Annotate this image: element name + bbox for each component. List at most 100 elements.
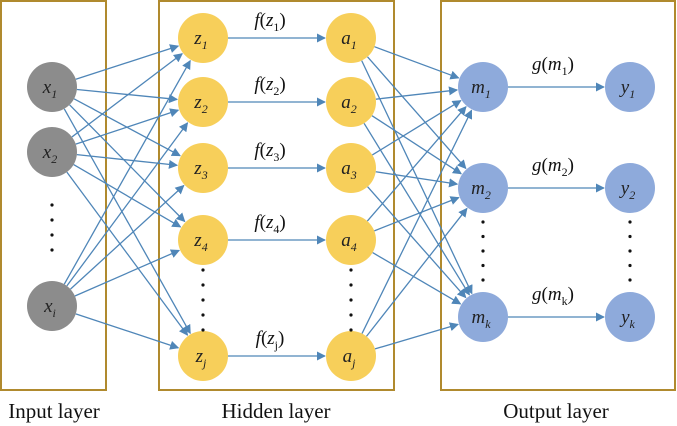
hidden-z-ellipsis-dot (201, 328, 205, 332)
activation-label-zj: f(zj) (256, 328, 285, 352)
output-node-yk-circle (605, 292, 655, 342)
output-node-m1-circle (458, 62, 508, 112)
edge-input-0-to-z-1 (76, 88, 179, 104)
hidden-node-a2: a2 (326, 77, 376, 127)
output-function-label-m2: g(m2) (532, 155, 574, 179)
activation-label-z4: f(z4) (254, 212, 285, 236)
hidden-a-ellipsis (349, 268, 353, 332)
hidden-node-z1: z1 (178, 13, 228, 63)
hidden-node-zj-circle (178, 331, 228, 381)
connection-edges (63, 33, 605, 361)
hidden-node-a1-circle (326, 13, 376, 63)
edge-input-2-to-z-1 (66, 122, 189, 287)
output-node-y1-label: y1 (619, 77, 635, 101)
output-layer-label: Output layer (503, 399, 609, 423)
hidden-node-a2-circle (326, 77, 376, 127)
edge-a-0-to-m-0 (374, 46, 460, 80)
hidden-node-z1-circle (178, 13, 228, 63)
hidden-node-z2-circle (178, 77, 228, 127)
hidden-node-z3: z3 (178, 143, 228, 193)
edge-a-2-to-m-0 (371, 100, 462, 156)
edge-input-2-to-z-3 (74, 249, 181, 297)
hidden-node-z2: z2 (178, 77, 228, 127)
edge-input-0-to-z-0 (75, 44, 180, 80)
output-node-yk: yk (605, 292, 655, 342)
edge-a-4-to-m-0 (361, 109, 473, 334)
hidden-layer-label: Hidden layer (221, 399, 330, 423)
output-m-ellipsis-dot (481, 278, 485, 282)
hidden-node-a1-label: a1 (341, 28, 357, 52)
edge-input-2-to-z-2 (70, 184, 185, 290)
activation-label-z1: f(z1) (254, 10, 285, 34)
output-node-m1-label: m1 (471, 77, 491, 101)
hidden-node-z3-circle (178, 143, 228, 193)
hidden-node-a4-label: a4 (341, 230, 357, 254)
hidden-node-a3: a3 (326, 143, 376, 193)
edge-a-0-to-m-2 (361, 60, 473, 295)
edge-a-2-to-m-2 (367, 186, 467, 299)
output-node-y1: y1 (605, 62, 655, 112)
hidden-node-a3-circle (326, 143, 376, 193)
edge-a-3-to-m-1 (374, 196, 460, 232)
edge-a-4-to-m-1 (365, 207, 468, 337)
output-node-m2-label: m2 (471, 178, 491, 202)
input-node-x1-label: x1 (42, 77, 57, 101)
output-node-y2-circle (605, 163, 655, 213)
edge-input-1-to-z-0 (71, 53, 183, 138)
output-y-ellipsis-dot (628, 249, 632, 253)
output-node-mk-label: mk (471, 307, 491, 331)
output-m-ellipsis-dot (481, 263, 485, 268)
hidden-z-ellipsis-dot (201, 298, 205, 302)
edge-a-3-to-m-2 (372, 252, 462, 305)
output-function-label-mk: g(mk) (532, 284, 574, 308)
edge-a-1-to-m-1 (371, 115, 462, 175)
output-y-ellipsis-dot (628, 234, 632, 239)
input-node-xi: xi (27, 281, 77, 331)
hidden-z-ellipsis-dot (201, 313, 205, 317)
output-node-mk: mk (458, 292, 508, 342)
output-node-m2: m2 (458, 163, 508, 213)
input-layer-box (0, 0, 107, 391)
output-y-ellipsis-dot (628, 220, 632, 224)
edge-input-2-to-z-0 (63, 59, 191, 285)
hidden-node-aj-label: aj (343, 346, 357, 370)
input-node-x1: x1 (27, 62, 77, 112)
activation-label-z3: f(z3) (254, 140, 285, 164)
output-node-yk-label: yk (619, 307, 635, 331)
edge-input-1-to-z-2 (76, 153, 179, 169)
hidden-node-a4: a4 (326, 215, 376, 265)
hidden-node-z3-label: z3 (193, 158, 207, 182)
input-node-x1-circle (27, 62, 77, 112)
input-ellipsis-dot (50, 218, 54, 222)
edge-input-2-to-z-4 (75, 313, 180, 350)
hidden-a-ellipsis-dot (349, 298, 353, 302)
output-m-ellipsis-dot (481, 220, 485, 224)
output-node-m1: m1 (458, 62, 508, 112)
edge-input-1-to-z-3 (73, 164, 182, 228)
hidden-node-aj-circle (326, 331, 376, 381)
hidden-z-ellipsis-dot (201, 283, 205, 287)
activation-label-z2: f(z2) (254, 74, 285, 98)
input-node-x2: x2 (27, 127, 77, 177)
hidden-node-z4-label: z4 (193, 230, 207, 254)
output-node-y2: y2 (605, 163, 655, 213)
output-function-label-m1: g(m1) (532, 54, 574, 78)
input-ellipsis-dot (50, 233, 54, 237)
hidden-layer-box (158, 0, 395, 391)
hidden-a-ellipsis-dot (349, 328, 353, 332)
function-labels: f(z1) f(z2) f(z3) f(z4) f(zj) g(m1) g(m2) g(mk) (254, 10, 574, 352)
output-node-mk-circle (458, 292, 508, 342)
hidden-node-z4: z4 (178, 215, 228, 265)
output-node-y1-circle (605, 62, 655, 112)
output-node-m2-circle (458, 163, 508, 213)
edge-a-2-to-m-1 (375, 171, 459, 188)
output-m-ellipsis-dot (481, 249, 485, 253)
hidden-node-z2-label: z2 (193, 92, 207, 116)
hidden-node-zj: zj (178, 331, 228, 381)
ellipsis-dots (50, 203, 632, 332)
hidden-a-ellipsis-dot (349, 313, 353, 317)
output-m-ellipsis (481, 220, 485, 282)
input-node-x2-label: x2 (42, 142, 57, 166)
hidden-z-ellipsis-dot (201, 268, 205, 272)
hidden-a-ellipsis-dot (349, 283, 353, 287)
